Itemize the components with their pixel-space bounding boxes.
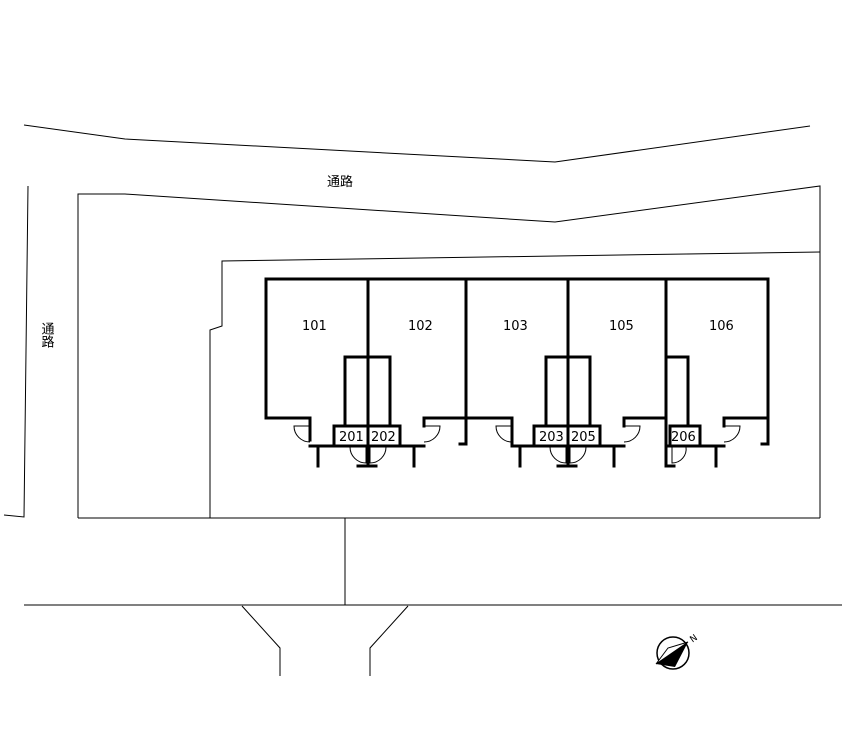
road-upper-edge	[23, 124, 811, 163]
unit-label-102: 102	[408, 319, 433, 334]
unit-label-103: 103	[503, 319, 528, 334]
north-compass-icon: N	[655, 633, 700, 670]
unit-label-201: 201	[339, 430, 364, 445]
unit-label-101: 101	[302, 319, 327, 334]
unit-label-106: 106	[709, 319, 734, 334]
road-label-left: 通路	[39, 322, 55, 348]
north-letter: N	[688, 633, 699, 645]
lot-boundary	[209, 251, 821, 518]
site-outer-boundary	[77, 185, 821, 518]
unit-label-105: 105	[609, 319, 634, 334]
unit-label-206: 206	[671, 430, 696, 445]
building	[264, 277, 770, 468]
unit-label-203: 203	[539, 430, 564, 445]
road-label-top: 通路	[327, 174, 353, 190]
unit-label-202: 202	[371, 430, 396, 445]
unit-label-205: 205	[571, 430, 596, 445]
entrance-left	[241, 605, 281, 676]
door-swings	[293, 425, 741, 464]
entrance-right	[369, 605, 409, 676]
road-left-edge	[3, 185, 29, 518]
